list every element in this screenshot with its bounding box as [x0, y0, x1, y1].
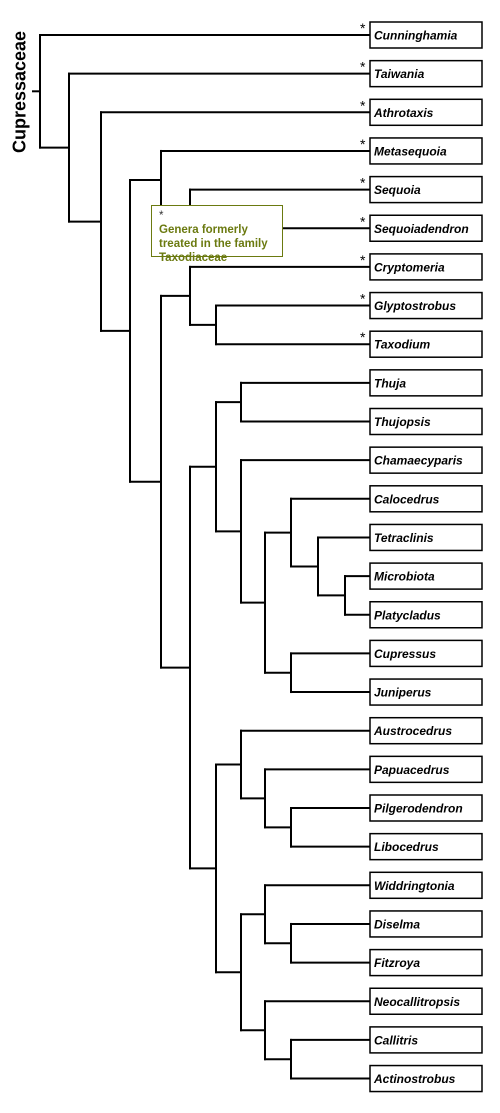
- taxon-label: Calocedrus: [374, 492, 440, 506]
- legend-note-line: * Genera formerly: [159, 209, 278, 237]
- taxon-box: [369, 137, 483, 165]
- asterisk-marker: *: [360, 20, 366, 36]
- taxon-box: [369, 253, 483, 281]
- taxon-label: Taiwania: [374, 67, 425, 81]
- taxon-label: Thuja: [374, 376, 406, 390]
- legend-note-text: Genera formerly: [159, 224, 248, 236]
- taxon-label: Diselma: [374, 917, 420, 931]
- legend-note-text: treated in the family: [159, 238, 268, 250]
- taxon-box: [369, 794, 483, 822]
- taxon-label: Chamaecyparis: [374, 454, 463, 468]
- asterisk-marker: *: [360, 175, 366, 191]
- taxon-box: [369, 948, 483, 977]
- taxon-box: [369, 485, 483, 513]
- taxon-label: Juniperus: [374, 686, 432, 700]
- legend-note: * Genera formerly treated in the family …: [151, 205, 283, 264]
- legend-note-text: Taxodiaceae: [159, 252, 228, 264]
- taxon-box: [369, 523, 483, 552]
- taxon-box: [369, 330, 483, 358]
- taxon-label: Cupressus: [374, 647, 436, 661]
- taxon-label: Sequoia: [374, 183, 421, 197]
- taxon-box: [369, 175, 483, 204]
- taxon-label: Austrocedrus: [373, 724, 452, 738]
- taxon-box: [369, 601, 483, 629]
- taxon-label: Neocallitropsis: [374, 995, 460, 1009]
- taxon-box: [369, 1064, 483, 1093]
- taxon-label: Microbiota: [374, 570, 435, 584]
- taxon-label: Metasequoia: [374, 144, 447, 158]
- taxon-label: Tetraclinis: [374, 531, 434, 545]
- taxon-label: Papuacedrus: [374, 763, 450, 777]
- taxon-label: Thujopsis: [374, 415, 431, 429]
- family-label: Cupressaceae: [9, 30, 30, 154]
- taxon-box: [369, 21, 483, 49]
- asterisk-marker: *: [360, 329, 366, 345]
- asterisk-marker: *: [360, 291, 366, 307]
- taxon-box: [369, 98, 483, 127]
- taxon-box: [369, 446, 483, 474]
- taxon-label: Sequoiadendron: [374, 222, 469, 236]
- taxon-box: [369, 407, 483, 436]
- taxon-label: Cryptomeria: [374, 260, 445, 274]
- taxon-label: Libocedrus: [374, 840, 439, 854]
- taxon-box: [369, 716, 483, 745]
- taxon-box: [369, 639, 483, 668]
- taxon-box: [369, 369, 483, 397]
- asterisk-marker: *: [360, 252, 366, 268]
- taxon-label: Taxodium: [374, 338, 431, 352]
- taxon-label: Athrotaxis: [373, 106, 434, 120]
- taxon-label: Pilgerodendron: [374, 802, 463, 816]
- taxon-label: Widdringtonia: [374, 879, 455, 893]
- taxon-label: Platycladus: [374, 608, 441, 622]
- taxon-label: Fitzroya: [374, 956, 420, 970]
- taxon-box: [369, 871, 483, 900]
- taxon-box: [369, 291, 483, 320]
- asterisk-marker: *: [360, 213, 366, 229]
- asterisk-marker: *: [360, 97, 366, 113]
- taxon-box: [369, 678, 483, 706]
- taxon-box: [369, 755, 483, 784]
- taxon-box: [369, 59, 483, 88]
- taxon-box: [369, 910, 483, 938]
- taxon-box: [369, 987, 483, 1015]
- taxon-label: Callitris: [374, 1033, 418, 1047]
- asterisk-marker: *: [360, 59, 366, 75]
- taxon-label: Cunninghamia: [374, 29, 458, 43]
- taxon-box: [369, 832, 483, 861]
- taxon-box: [369, 1026, 483, 1054]
- asterisk-marker: *: [159, 210, 164, 222]
- taxon-label: Glyptostrobus: [374, 299, 456, 313]
- taxon-box: [369, 214, 483, 242]
- taxon-box: [369, 562, 483, 590]
- taxon-label: Actinostrobus: [373, 1072, 456, 1086]
- asterisk-marker: *: [360, 136, 366, 152]
